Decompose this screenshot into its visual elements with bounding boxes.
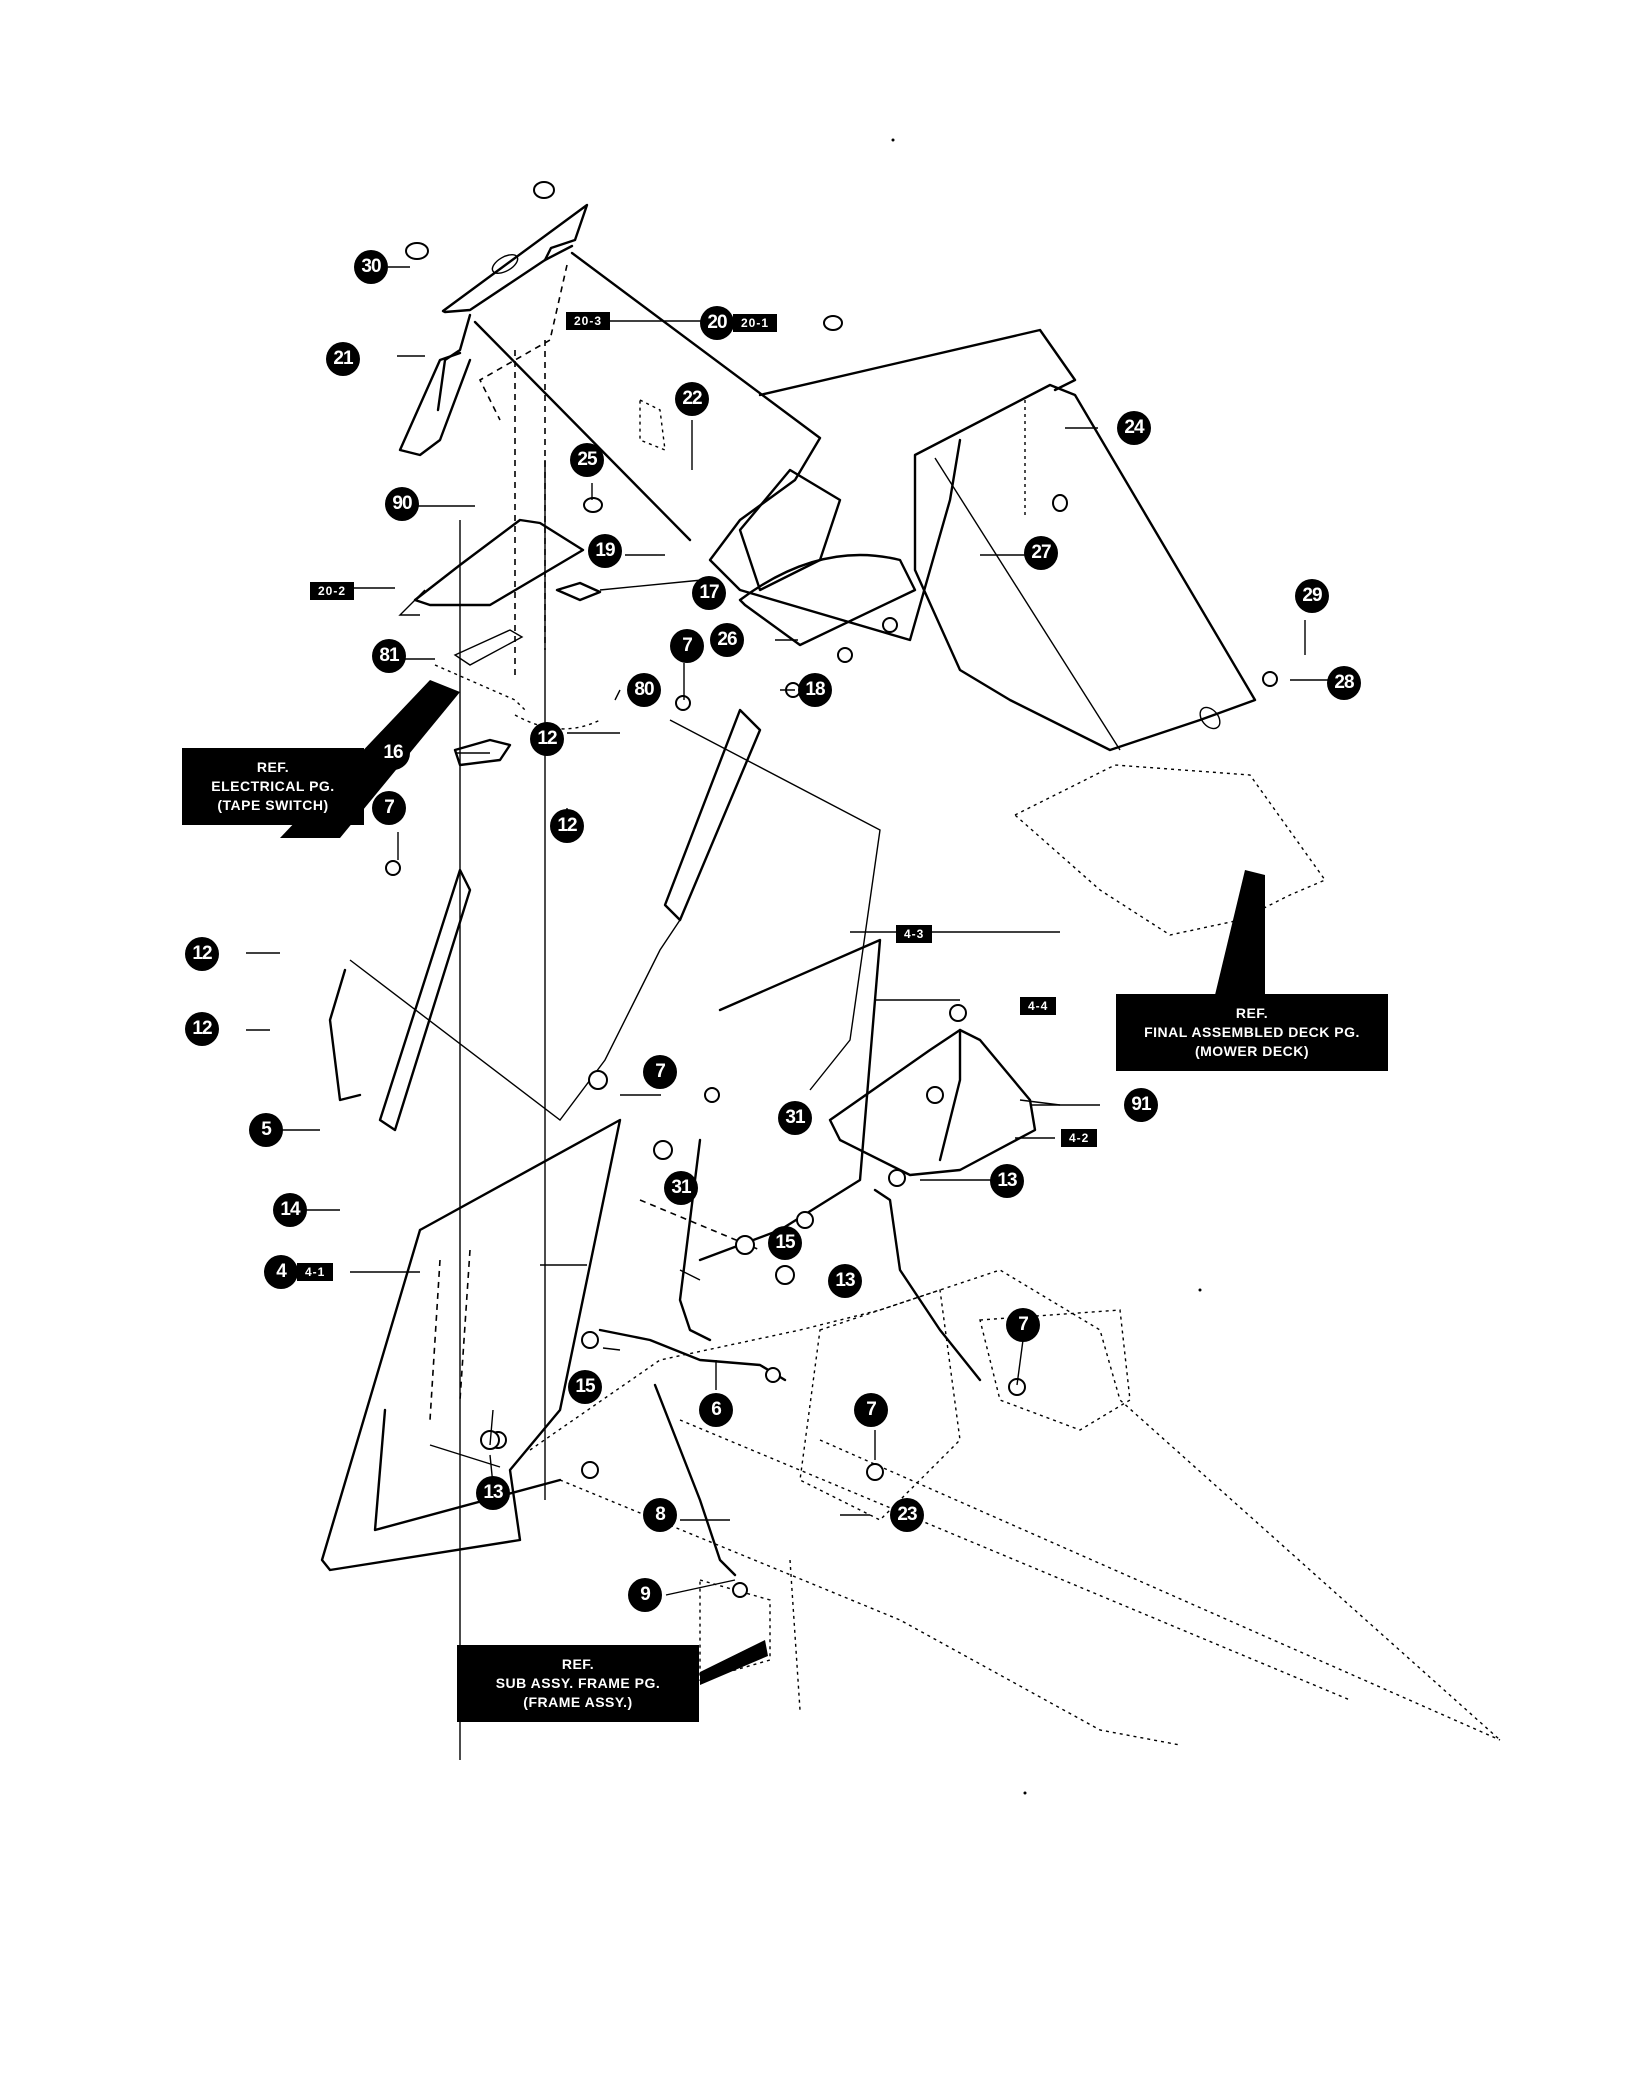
callout-31-upper: 31 bbox=[778, 1101, 812, 1135]
tag-4-1: 4-1 bbox=[297, 1263, 334, 1281]
callout-15-right: 15 bbox=[768, 1226, 802, 1260]
tag-4-4: 4-4 bbox=[1020, 997, 1057, 1015]
callout-28: 28 bbox=[1327, 666, 1361, 700]
tag-20-1: 20-1 bbox=[733, 314, 778, 332]
callout-13-left: 13 bbox=[476, 1476, 510, 1510]
deflector-24 bbox=[758, 328, 1278, 752]
callout-13-right: 13 bbox=[990, 1164, 1024, 1198]
mower-deck-ref bbox=[1013, 764, 1327, 936]
fasteners bbox=[385, 181, 1068, 1598]
ref-frame-line-2: SUB ASSY. FRAME PG. bbox=[495, 1675, 661, 1691]
callout-7-center: 7 bbox=[643, 1055, 677, 1089]
callout-5: 5 bbox=[249, 1113, 283, 1147]
ref-electrical-line-1: REF. bbox=[256, 759, 290, 775]
ref-electrical-page: REF. ELECTRICAL PG. (TAPE SWITCH) bbox=[182, 748, 364, 825]
callout-4: 4 bbox=[264, 1255, 298, 1289]
plate-20-2 bbox=[398, 518, 585, 616]
frame-ref bbox=[529, 1269, 1501, 1746]
callout-6: 6 bbox=[699, 1393, 733, 1427]
callout-9: 9 bbox=[628, 1578, 662, 1612]
callout-90: 90 bbox=[385, 487, 419, 521]
tag-4-2: 4-2 bbox=[1061, 1129, 1098, 1147]
ref-frame-line-3: (FRAME ASSY.) bbox=[523, 1694, 633, 1710]
ref-deck-line-3: (MOWER DECK) bbox=[1194, 1043, 1310, 1059]
callout-31-lower: 31 bbox=[664, 1171, 698, 1205]
callout-7-left: 7 bbox=[372, 791, 406, 825]
tape-switch-parts bbox=[434, 629, 601, 767]
callout-14: 14 bbox=[273, 1193, 307, 1227]
part-19 bbox=[639, 398, 666, 452]
callout-80: 80 bbox=[627, 673, 661, 707]
ref-deck-line-1: REF. bbox=[1235, 1005, 1269, 1021]
tag-20-3: 20-3 bbox=[566, 312, 611, 330]
callout-16: 16 bbox=[376, 736, 410, 770]
callout-20: 20 bbox=[700, 306, 734, 340]
control-box-4-2 bbox=[828, 1004, 1061, 1177]
guard-26 bbox=[738, 553, 917, 698]
tag-20-2: 20-2 bbox=[310, 582, 355, 600]
callout-15-left: 15 bbox=[568, 1370, 602, 1404]
tag-4-3: 4-3 bbox=[896, 925, 933, 943]
side-bracket-21 bbox=[398, 351, 546, 1760]
callout-24: 24 bbox=[1117, 411, 1151, 445]
ref-electrical-line-2: ELECTRICAL PG. bbox=[211, 778, 335, 794]
callout-29: 29 bbox=[1295, 579, 1329, 613]
callout-18: 18 bbox=[798, 673, 832, 707]
part-17 bbox=[555, 581, 602, 602]
callout-12-mid: 12 bbox=[550, 809, 584, 843]
ref-frame-page: REF. SUB ASSY. FRAME PG. (FRAME ASSY.) bbox=[457, 1645, 699, 1722]
ref-frame-line-1: REF. bbox=[561, 1656, 595, 1672]
callout-17: 17 bbox=[692, 576, 726, 610]
callout-12-upper: 12 bbox=[530, 722, 564, 756]
callout-27: 27 bbox=[1024, 536, 1058, 570]
callout-8: 8 bbox=[643, 1498, 677, 1532]
callout-7-upper: 7 bbox=[670, 629, 704, 663]
callout-12-left-a: 12 bbox=[185, 937, 219, 971]
ref-deck-page: REF. FINAL ASSEMBLED DECK PG. (MOWER DEC… bbox=[1116, 994, 1388, 1071]
callout-21: 21 bbox=[326, 342, 360, 376]
callout-7-right: 7 bbox=[1006, 1308, 1040, 1342]
ref-electrical-line-3: (TAPE SWITCH) bbox=[217, 797, 329, 813]
callout-30: 30 bbox=[354, 250, 388, 284]
callout-13-center: 13 bbox=[828, 1264, 862, 1298]
callout-12-left-b: 12 bbox=[185, 1012, 219, 1046]
callout-19: 19 bbox=[588, 534, 622, 568]
callout-22: 22 bbox=[675, 382, 709, 416]
callout-91: 91 bbox=[1124, 1088, 1158, 1122]
upper-link-brackets bbox=[328, 708, 881, 1132]
fender-panel-20 bbox=[436, 251, 962, 680]
callout-23: 23 bbox=[890, 1498, 924, 1532]
top-hinge-bracket bbox=[441, 203, 589, 314]
callout-25: 25 bbox=[570, 443, 604, 477]
callout-7-lower: 7 bbox=[854, 1393, 888, 1427]
ref-deck-line-2: FINAL ASSEMBLED DECK PG. bbox=[1144, 1024, 1360, 1040]
leader-lines bbox=[246, 266, 1330, 1685]
callout-26: 26 bbox=[710, 623, 744, 657]
callout-81: 81 bbox=[372, 639, 406, 673]
